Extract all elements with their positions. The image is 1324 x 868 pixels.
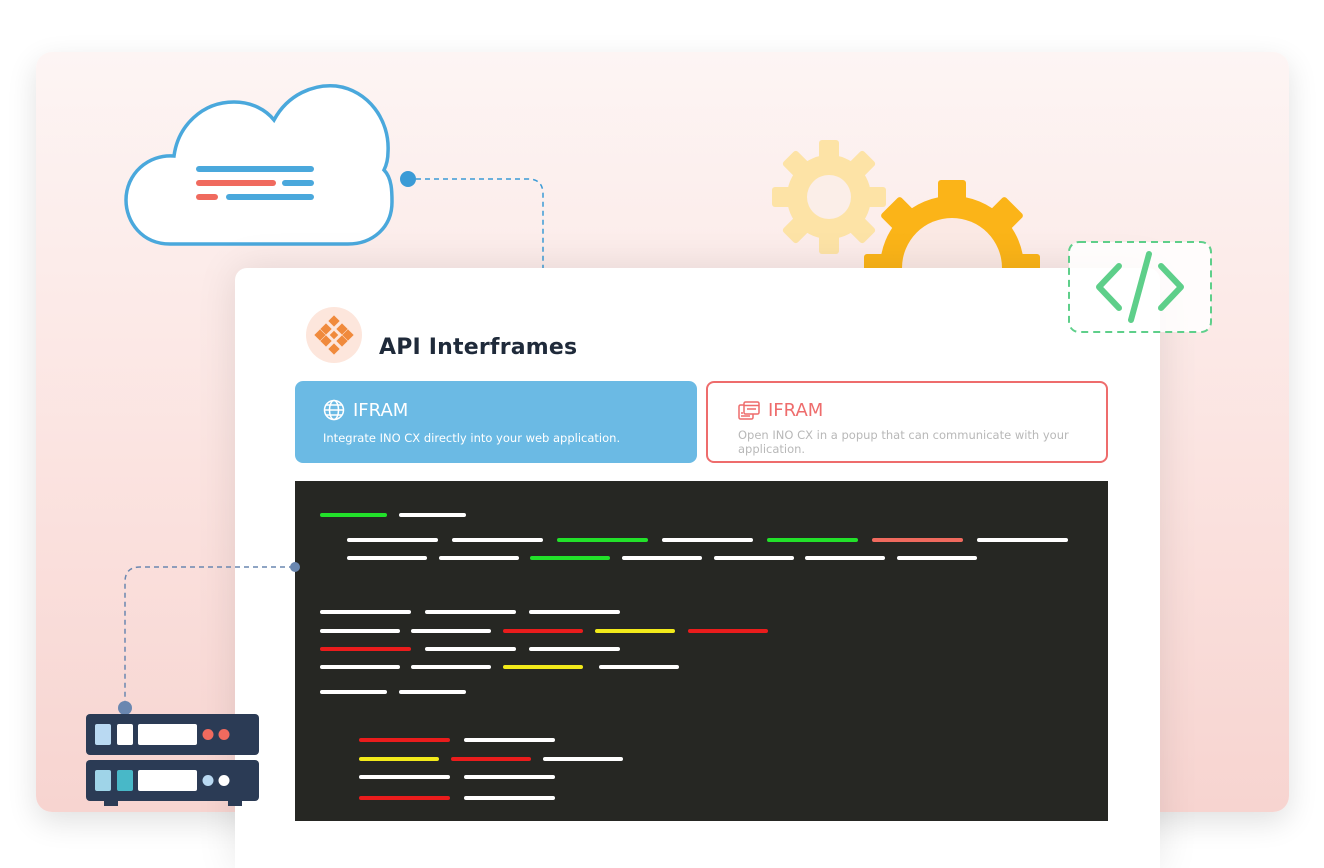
code-token — [439, 556, 519, 560]
code-token — [714, 556, 794, 560]
code-token — [464, 738, 555, 742]
code-token — [320, 513, 387, 517]
popup-window-icon — [738, 400, 760, 420]
code-token — [347, 556, 427, 560]
code-token — [320, 690, 387, 694]
code-token — [411, 629, 491, 633]
code-token — [557, 538, 648, 542]
code-token — [451, 757, 531, 761]
connector-line — [118, 562, 300, 715]
diamond-logo-icon — [314, 315, 354, 355]
tab-label: IFRAM — [353, 399, 409, 421]
code-token — [320, 629, 400, 633]
code-token — [543, 757, 623, 761]
cloud-icon — [124, 84, 394, 246]
tab-iframe-web[interactable]: IFRAM Integrate INO CX directly into you… — [295, 381, 697, 463]
code-token — [595, 629, 675, 633]
tab-description: Integrate INO CX directly into your web … — [323, 431, 621, 445]
code-token — [530, 556, 610, 560]
code-token — [464, 775, 555, 779]
code-token — [359, 757, 439, 761]
server-icon — [86, 714, 259, 806]
code-token — [359, 796, 450, 800]
code-token — [425, 647, 516, 651]
code-token — [320, 665, 400, 669]
code-token — [320, 647, 411, 651]
code-token — [805, 556, 885, 560]
tab-label: IFRAM — [768, 400, 824, 421]
code-token — [872, 538, 963, 542]
gears-icon — [772, 140, 1040, 270]
code-token — [399, 513, 466, 517]
code-token — [529, 610, 620, 614]
code-block — [295, 481, 1108, 821]
app-logo — [306, 307, 362, 363]
page-title: API Interframes — [379, 335, 578, 360]
code-token — [622, 556, 702, 560]
code-token — [399, 690, 466, 694]
code-brackets-icon — [1068, 241, 1212, 333]
code-token — [359, 738, 450, 742]
code-token — [359, 775, 450, 779]
code-token — [897, 556, 977, 560]
globe-icon — [323, 399, 345, 421]
code-token — [599, 665, 679, 669]
tab-iframe-popup[interactable]: IFRAM Open INO CX in a popup that can co… — [706, 381, 1108, 463]
code-token — [503, 665, 583, 669]
tab-description: Open INO CX in a popup that can communic… — [738, 428, 1069, 456]
code-token — [347, 538, 438, 542]
code-token — [503, 629, 583, 633]
code-token — [977, 538, 1068, 542]
code-token — [320, 610, 411, 614]
code-token — [662, 538, 753, 542]
code-token — [688, 629, 768, 633]
code-token — [425, 610, 516, 614]
code-token — [452, 538, 543, 542]
code-token — [411, 665, 491, 669]
code-token — [767, 538, 858, 542]
code-token — [464, 796, 555, 800]
code-token — [529, 647, 620, 651]
